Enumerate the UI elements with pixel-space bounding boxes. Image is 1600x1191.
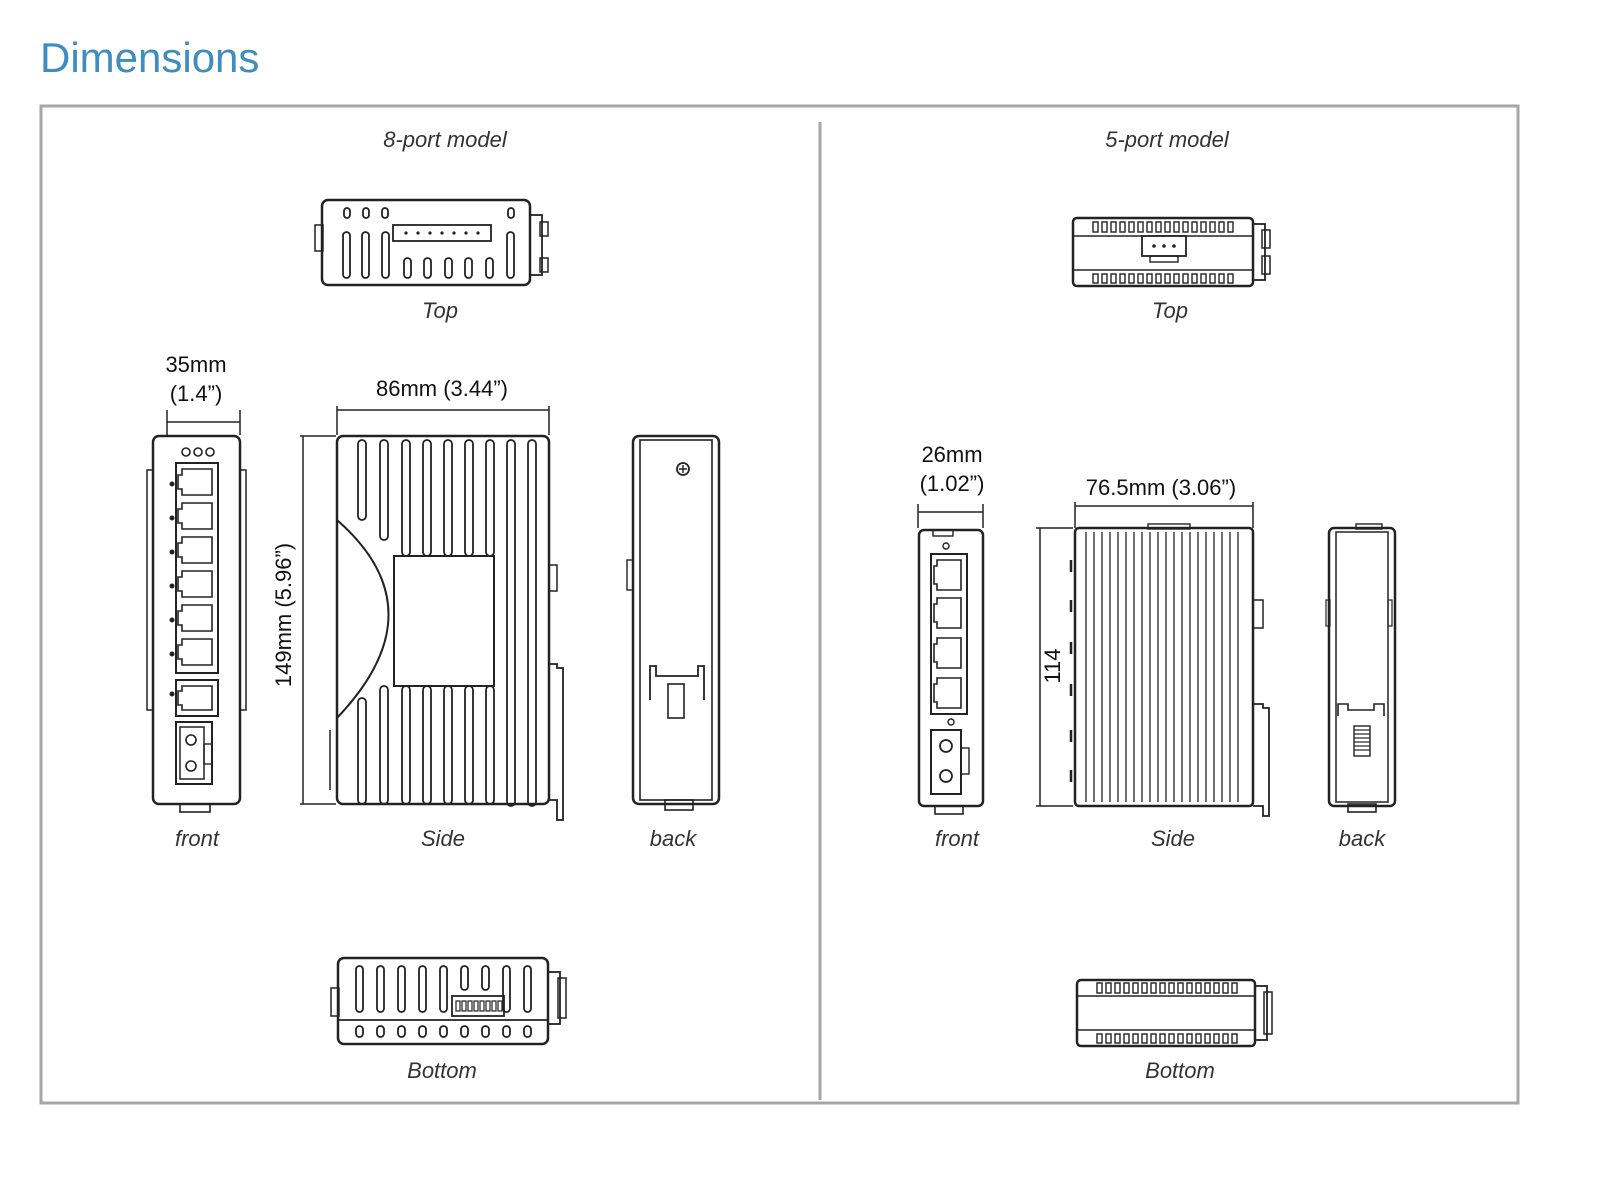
model-8-height: 149mm (5.96”): [271, 543, 296, 687]
model-5-port-title: 5-port model: [1105, 127, 1230, 152]
model-8-width-dimension-line: [166, 410, 241, 435]
model-5-height: 114: [1040, 648, 1065, 683]
model-5-bottom-view: [1075, 978, 1273, 1048]
model-5-bottom-vents: [1096, 982, 1238, 1044]
model-8-port-panel: 8-port model: [146, 127, 721, 1083]
model-8-dip-switch: [451, 995, 505, 1017]
model-5-width-dimension-line: [917, 504, 984, 528]
model-5-side-label: Side: [1151, 826, 1195, 851]
model-5-top-view: [1071, 216, 1271, 288]
model-8-side-view: 86mm (3.44”) 149mm (5.96”): [271, 376, 564, 821]
model-8-top-slots: [342, 207, 515, 279]
model-5-bottom-label: Bottom: [1145, 1058, 1215, 1083]
model-8-depth-dimension-line: [336, 406, 550, 435]
model-8-led-dots: [169, 481, 175, 697]
model-8-back-label: back: [650, 826, 697, 851]
model-5-depth: 76.5mm (3.06”): [1086, 475, 1236, 500]
model-5-width-mm: 26mm: [921, 442, 982, 467]
page-title: Dimensions: [40, 34, 260, 81]
model-8-height-dimension-line: [300, 435, 336, 805]
model-8-side-ribs: [357, 439, 537, 807]
model-8-top-label: Top: [422, 298, 458, 323]
model-8-back-view: [626, 434, 721, 811]
model-8-front-label: front: [175, 826, 220, 851]
model-5-side-view: 76.5mm (3.06”) 114: [1036, 475, 1270, 817]
model-8-width-in: (1.4”): [170, 381, 223, 406]
model-8-depth: 86mm (3.44”): [376, 376, 508, 401]
model-5-port-panel: 5-port model: [917, 127, 1397, 1083]
model-8-side-label: Side: [421, 826, 465, 851]
model-8-port-title: 8-port model: [383, 127, 508, 152]
model-5-width-in: (1.02”): [920, 471, 985, 496]
model-8-bottom-view: [330, 956, 567, 1046]
model-5-height-dimension-line: [1036, 527, 1073, 807]
model-8-top-view: [314, 198, 549, 287]
model-8-side-label-plate: [393, 555, 495, 687]
model-5-front-label: front: [935, 826, 980, 851]
model-5-back-label: back: [1339, 826, 1386, 851]
model-5-rj45-ports: [933, 559, 962, 709]
model-5-depth-dimension-line: [1074, 502, 1254, 528]
outer-frame: [39, 104, 1520, 1105]
model-5-back-view: [1325, 523, 1397, 813]
model-8-width-mm: 35mm: [165, 352, 226, 377]
model-8-bottom-label: Bottom: [407, 1058, 477, 1083]
model-5-top-vents: [1092, 221, 1234, 284]
model-8-top-pins: [404, 231, 480, 235]
model-8-rj45-ports: [177, 468, 213, 666]
model-8-bottom-slots: [355, 965, 532, 1038]
model-5-front-view: 26mm (1.02”): [917, 442, 985, 815]
model-8-front-view: 35mm (1.4”): [146, 352, 247, 813]
model-5-top-label: Top: [1152, 298, 1188, 323]
model-5-side-ribs: [1085, 532, 1239, 802]
